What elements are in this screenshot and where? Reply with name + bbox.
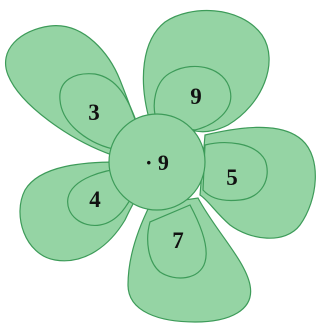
petal-top — [143, 11, 269, 132]
petal-value-right: 5 — [226, 165, 238, 190]
petal-value-bottom: 7 — [172, 228, 184, 253]
petal-value-upper-left: 3 — [88, 100, 100, 125]
petal-right — [200, 127, 315, 238]
center-value: · 9 — [145, 150, 169, 175]
petal-value-top: 9 — [190, 84, 202, 109]
petal-value-left: 4 — [89, 187, 101, 212]
